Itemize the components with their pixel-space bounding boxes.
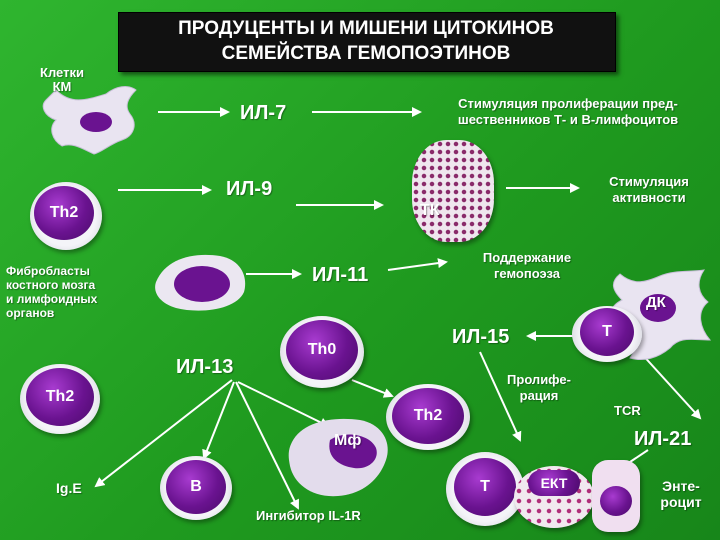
th2-mid-label: Th2 <box>413 407 443 424</box>
il15-label: ИЛ-15 <box>452 326 510 348</box>
il9-label: ИЛ-9 <box>226 178 273 200</box>
th0-cell: Th0 <box>280 316 364 388</box>
il13-label: ИЛ-13 <box>176 356 234 378</box>
ige-label: Ig.E <box>56 480 82 496</box>
b-label: B <box>190 478 202 495</box>
t-bottom-nucleus: T <box>454 458 516 516</box>
page-title: ПРОДУЦЕНТЫ И МИШЕНИ ЦИТОКИНОВ СЕМЕЙСТВА … <box>118 12 614 66</box>
ekt-nucleus: ЕКТ <box>528 470 580 496</box>
th2-top-nucleus: Th2 <box>34 186 94 240</box>
tcr-label: TCR <box>614 403 641 418</box>
th2-mid-cell: Th2 <box>386 384 470 450</box>
th0-nucleus: Th0 <box>286 320 358 380</box>
b-nucleus: B <box>166 460 226 514</box>
tk-cell <box>412 140 494 242</box>
arrow-il13-inhibitor <box>235 381 299 510</box>
enterocyte-cell <box>592 460 640 532</box>
t-right-nucleus: Т <box>580 308 634 356</box>
t-bottom-cell: T <box>446 452 524 526</box>
th2-top-cell: Th2 <box>30 182 102 250</box>
th0-label: Th0 <box>307 341 337 358</box>
title-line-1: ПРОДУЦЕНТЫ И МИШЕНИ ЦИТОКИНОВ <box>178 18 554 39</box>
th2-mid-nucleus: Th2 <box>392 388 464 444</box>
km-cells-label: Клетки КМ <box>40 65 84 94</box>
fibroblast-cell <box>155 254 246 311</box>
fibroblasts-label: Фибробласты костного мозга и лимфоидных … <box>6 264 98 320</box>
il7-effect-text: Стимуляция пролиферации пред- шественник… <box>457 96 679 127</box>
arrow-il13-ige <box>94 379 233 488</box>
t-right-cell: Т <box>572 306 642 362</box>
tk-label: ТК <box>420 202 440 219</box>
t-bottom-label: T <box>480 478 490 495</box>
enterocyte-label: Энте- роцит <box>660 478 702 510</box>
arrow-th0-th2 <box>351 379 394 398</box>
title-box <box>118 12 616 72</box>
th2-left-label: Th2 <box>45 388 75 405</box>
il11-label: ИЛ-11 <box>312 264 369 286</box>
arrow-il13-b <box>202 381 235 460</box>
dk-label: ДК <box>646 294 666 311</box>
th2-left-cell: Th2 <box>20 364 100 434</box>
arrow-il11-effect <box>387 258 448 271</box>
t-right-label: Т <box>602 323 612 340</box>
il7-label: ИЛ-7 <box>240 102 287 124</box>
mf-cell <box>288 418 388 497</box>
il11-effect-text: Поддержание гемопоэза <box>482 250 572 281</box>
title-line-2: СЕМЕЙСТВА ГЕМОПОЭТИНОВ <box>221 43 511 64</box>
proliferation-text: Пролифе- рация <box>507 372 571 403</box>
arrow-t-il21 <box>639 351 702 420</box>
km-cell <box>42 86 137 155</box>
ekt-cell: ЕКТ <box>514 466 594 528</box>
il9-effect-text: Стимуляция активности <box>609 174 689 205</box>
il1r-inhibitor-text: Ингибитор IL-1R <box>256 508 361 523</box>
arrow-il13-mf <box>237 381 330 427</box>
th2-left-nucleus: Th2 <box>26 368 94 426</box>
il21-label: ИЛ-21 <box>634 428 692 450</box>
enterocyte-nucleus <box>600 486 632 516</box>
arrow-il15-t <box>479 351 522 442</box>
mf-label: Мф <box>334 432 362 449</box>
ekt-label: ЕКТ <box>540 475 568 491</box>
b-cell: B <box>160 456 232 520</box>
th2-top-label: Th2 <box>49 204 79 221</box>
